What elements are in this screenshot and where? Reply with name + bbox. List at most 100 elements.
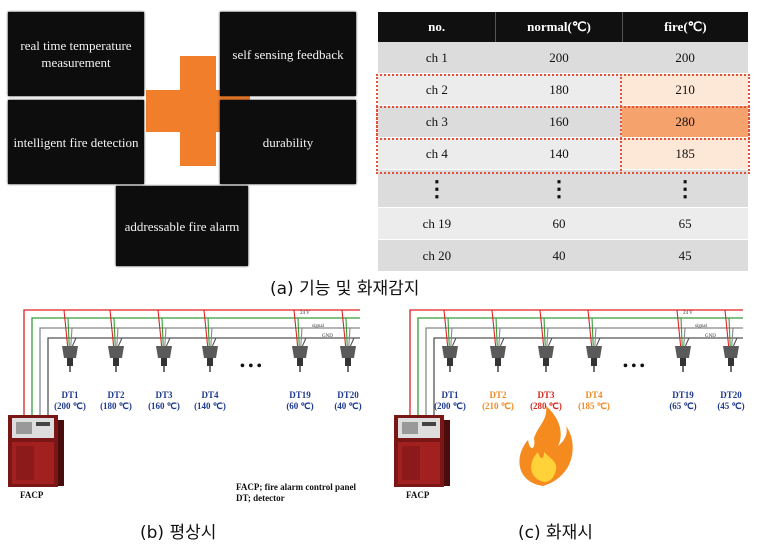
detector-temperature: (210 ℃) xyxy=(482,401,514,411)
detector-temperature: (45 ℃) xyxy=(717,401,745,411)
detector-name: DT1 xyxy=(61,390,79,400)
cell-channel: ch 20 xyxy=(378,239,496,272)
detector-icon xyxy=(538,309,554,372)
caption-c: (c) 화재시 xyxy=(518,523,593,543)
detector-icon xyxy=(156,309,172,372)
detector-icon xyxy=(586,309,602,372)
detector-label: DT1(200 ℃) xyxy=(428,390,472,412)
table-row-ellipsis: ⋮ ⋮ ⋮ xyxy=(378,169,748,208)
wire-label-signal: signal xyxy=(695,324,708,329)
column-header-no: no. xyxy=(378,12,497,42)
cell-fire: 185 xyxy=(622,137,748,170)
detector-label: DT20(45 ℃) xyxy=(709,390,753,412)
wire-bus xyxy=(23,309,360,420)
detector-name: DT20 xyxy=(720,390,742,400)
detector-label: DT4(140 ℃) xyxy=(188,390,232,412)
detector-name: DT19 xyxy=(672,390,694,400)
feature-intelligent-detection: intelligent fire detection xyxy=(8,100,144,184)
cell-channel: ch 2 xyxy=(378,73,496,106)
legend: FACP; fire alarm control panel DT; detec… xyxy=(236,482,356,504)
cell-fire: 200 xyxy=(622,42,748,74)
detector-temperature: (65 ℃) xyxy=(669,401,697,411)
detector-name: DT4 xyxy=(201,390,219,400)
table-header-row: no. normal(℃) fire(℃) xyxy=(378,12,748,42)
facp-label: FACP xyxy=(406,490,430,500)
table-row: ch 19 60 65 xyxy=(378,207,748,240)
detector-temperature: (180 ℃) xyxy=(100,401,132,411)
detector-icon xyxy=(292,309,308,372)
cell-ellipsis: ⋮ xyxy=(378,169,496,208)
legend-facp: FACP; fire alarm control panel xyxy=(236,482,356,492)
legend-dt: DT; detector xyxy=(236,493,285,503)
detector-name: DT2 xyxy=(489,390,507,400)
detector-name: DT2 xyxy=(107,390,125,400)
flame-icon xyxy=(519,406,573,486)
detector-label: DT19(60 ℃) xyxy=(278,390,322,412)
detector-icon xyxy=(340,309,356,372)
detector-temperature: (280 ℃) xyxy=(530,401,562,411)
cell-channel: ch 1 xyxy=(378,42,496,74)
cell-ellipsis: ⋮ xyxy=(495,169,623,208)
detector-temperature: (185 ℃) xyxy=(578,401,610,411)
detector-label: DT4(185 ℃) xyxy=(572,390,616,412)
detector-temperature: (200 ℃) xyxy=(434,401,466,411)
cell-normal: 160 xyxy=(495,105,623,138)
detector-name: DT1 xyxy=(441,390,459,400)
facp-cabinet-icon xyxy=(394,415,450,487)
detector-icon xyxy=(675,309,691,372)
cell-normal: 200 xyxy=(495,42,623,74)
table-row: ch 1 200 200 xyxy=(378,42,748,74)
table-row: ch 2 180 210 xyxy=(378,73,748,106)
table-row: ch 20 40 45 xyxy=(378,239,748,272)
wire-label-gnd: GND xyxy=(322,334,333,339)
detector-temperature: (140 ℃) xyxy=(194,401,226,411)
detector-group xyxy=(442,309,739,372)
detector-label: DT2(210 ℃) xyxy=(476,390,520,412)
cell-fire: 210 xyxy=(622,73,748,106)
temperature-table: no. normal(℃) fire(℃) ch 1 200 200 ch 2 … xyxy=(378,12,748,272)
feature-realtime-temperature: real time temperature measurement xyxy=(8,12,144,96)
detector-icon xyxy=(442,309,458,372)
ellipsis: • • • xyxy=(623,359,645,374)
caption-b: (b) 평상시 xyxy=(140,523,217,543)
detector-group xyxy=(62,309,356,372)
detector-name: DT19 xyxy=(289,390,311,400)
facp-cabinet-icon xyxy=(8,415,64,487)
cell-channel: ch 3 xyxy=(378,105,496,138)
detector-temperature: (60 ℃) xyxy=(286,401,314,411)
cell-ellipsis: ⋮ xyxy=(622,169,748,208)
detector-icon xyxy=(202,309,218,372)
detector-name: DT3 xyxy=(155,390,173,400)
cell-normal: 140 xyxy=(495,137,623,170)
cell-normal: 40 xyxy=(495,239,623,272)
detector-icon xyxy=(108,309,124,372)
cell-fire: 280 xyxy=(622,105,748,138)
detector-name: DT20 xyxy=(337,390,359,400)
wiring-diagram-normal: 24 V signal GND • • • FACP xyxy=(8,309,360,500)
wire-bus xyxy=(409,309,743,420)
column-header-fire: fire(℃) xyxy=(622,12,748,42)
cell-fire: 45 xyxy=(622,239,748,272)
detector-icon xyxy=(723,309,739,372)
table-row: ch 3 160 280 xyxy=(378,105,748,138)
cell-normal: 180 xyxy=(495,73,623,106)
cell-fire: 65 xyxy=(622,207,748,240)
feature-self-sensing: self sensing feedback xyxy=(220,12,356,96)
detector-name: DT4 xyxy=(585,390,603,400)
detector-temperature: (40 ℃) xyxy=(334,401,362,411)
caption-a: (a) 기능 및 화재감지 xyxy=(270,279,420,299)
wire-label-24v: 24 V xyxy=(300,311,310,316)
detector-label: DT1(200 ℃) xyxy=(48,390,92,412)
detector-label: DT3(280 ℃) xyxy=(524,390,568,412)
wire-label-24v: 24 V xyxy=(683,311,693,316)
cell-normal: 60 xyxy=(495,207,623,240)
detector-label: DT2(180 ℃) xyxy=(94,390,138,412)
detector-label: DT20(40 ℃) xyxy=(326,390,370,412)
detector-label: DT19(65 ℃) xyxy=(661,390,705,412)
column-header-normal: normal(℃) xyxy=(495,12,623,42)
cell-channel: ch 19 xyxy=(378,207,496,240)
ellipsis: • • • xyxy=(240,359,262,374)
detector-name: DT3 xyxy=(537,390,555,400)
detector-icon xyxy=(62,309,78,372)
detector-temperature: (160 ℃) xyxy=(148,401,180,411)
